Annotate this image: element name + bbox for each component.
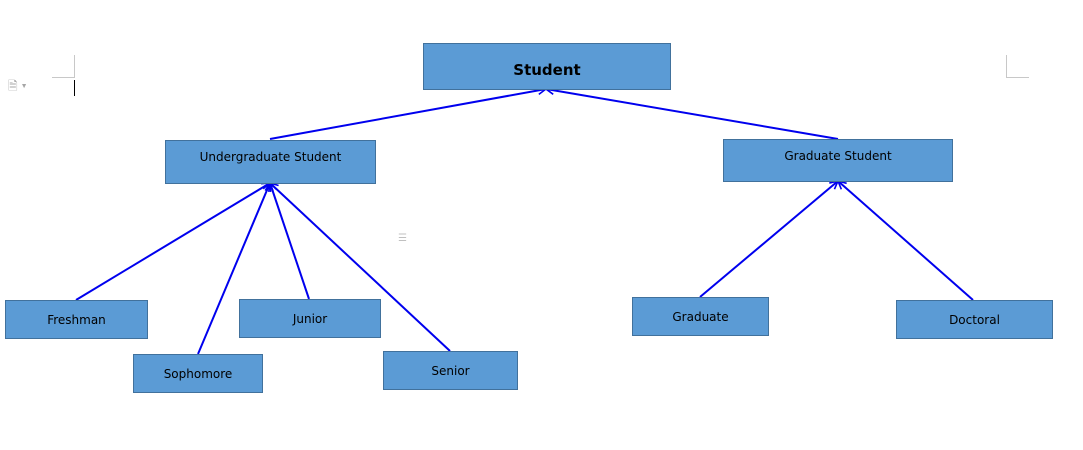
edge-junior-to-undergraduate bbox=[270, 183, 310, 300]
node-graduate-student[interactable]: Graduate Student bbox=[723, 139, 953, 182]
node-undergraduate-student[interactable]: Undergraduate Student bbox=[165, 140, 376, 184]
node-student[interactable]: Student bbox=[423, 43, 671, 90]
text-cursor bbox=[74, 80, 75, 96]
node-senior[interactable]: Senior bbox=[383, 351, 518, 390]
node-graduate-label: Graduate bbox=[672, 309, 729, 324]
edge-graduate-student-to-student bbox=[546, 89, 839, 140]
node-doctoral[interactable]: Doctoral bbox=[896, 300, 1053, 339]
page-margin-corner-left bbox=[52, 55, 75, 78]
edge-undergraduate-to-student bbox=[269, 89, 546, 140]
edge-senior-to-undergraduate bbox=[270, 183, 451, 352]
node-graduate[interactable]: Graduate bbox=[632, 297, 769, 336]
page-margin-corner-right bbox=[1006, 55, 1029, 78]
node-sophomore-label: Sophomore bbox=[163, 366, 233, 381]
node-freshman-label: Freshman bbox=[47, 312, 106, 327]
node-senior-label: Senior bbox=[431, 363, 470, 378]
edge-freshman-to-undergraduate bbox=[75, 183, 270, 301]
node-freshman[interactable]: Freshman bbox=[5, 300, 148, 339]
node-doctoral-label: Doctoral bbox=[949, 312, 1000, 327]
text-anchor-icon: ☰ bbox=[398, 233, 407, 244]
edge-doctoral-to-graduate-student bbox=[838, 181, 974, 301]
edge-sophomore-to-undergraduate bbox=[197, 183, 270, 355]
document-icon[interactable]: 🗎▼ bbox=[8, 79, 28, 93]
edge-graduate-to-graduate-student bbox=[699, 181, 838, 298]
node-student-label: Student bbox=[513, 61, 581, 79]
node-sophomore[interactable]: Sophomore bbox=[133, 354, 263, 393]
node-undergraduate-student-label: Undergraduate Student bbox=[199, 150, 342, 164]
node-graduate-student-label: Graduate Student bbox=[784, 149, 892, 163]
node-junior[interactable]: Junior bbox=[239, 299, 381, 338]
node-junior-label: Junior bbox=[292, 311, 328, 326]
